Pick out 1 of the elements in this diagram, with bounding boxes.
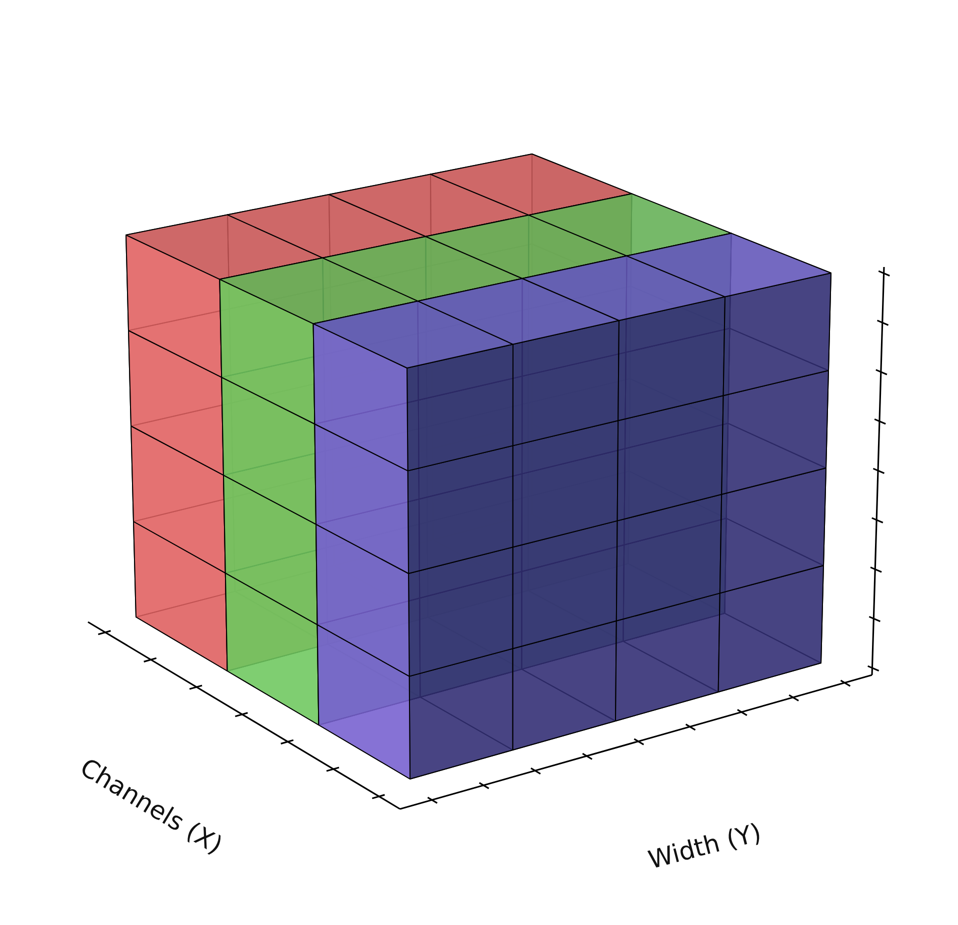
axis-label: Width (Y) [646, 818, 764, 876]
